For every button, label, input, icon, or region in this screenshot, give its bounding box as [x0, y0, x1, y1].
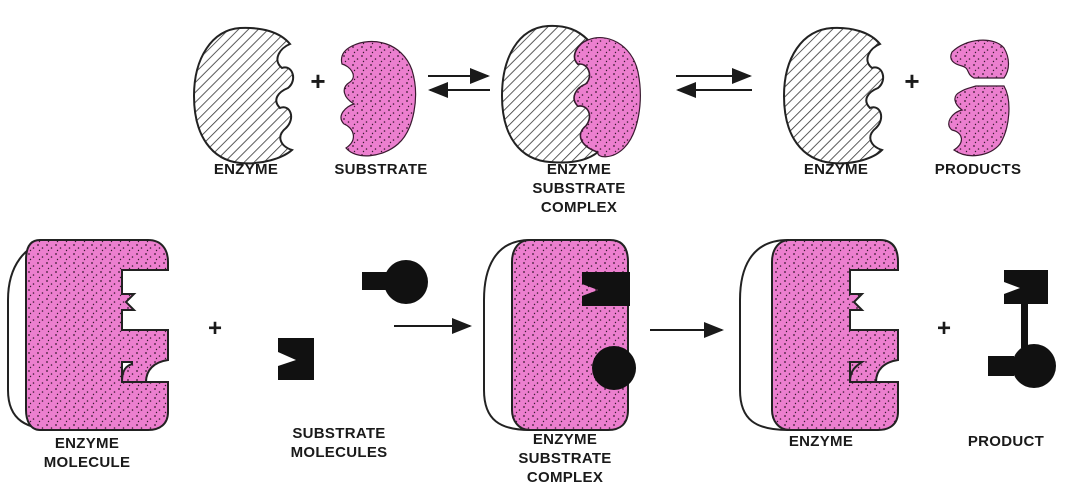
product-piece-lower [949, 86, 1009, 156]
label-enzyme-molecule: ENZYME MOLECULE [20, 434, 154, 472]
label-line: ENZYME [196, 160, 296, 179]
label-line: COMPLEX [512, 198, 646, 217]
label-products: PRODUCTS [916, 160, 1040, 179]
label-line: PRODUCT [950, 432, 1062, 451]
label-line: SUBSTRATE [272, 424, 406, 443]
plus-sign-4: + [937, 315, 951, 342]
substrate-shape [341, 41, 415, 155]
product-piece-upper [951, 40, 1009, 78]
label-complex-bottom: ENZYME SUBSTRATE COMPLEX [498, 430, 632, 487]
enzyme-shape-2 [784, 28, 883, 163]
enzyme-molecule-body [26, 240, 168, 430]
joined-product-molecule [988, 270, 1056, 388]
plus-sign-1: + [310, 66, 325, 96]
label-line: COMPLEX [498, 468, 632, 487]
complex-substrate-shape-top [574, 38, 640, 157]
label-enzyme-2: ENZYME [786, 160, 886, 179]
label-substrate-molecules: SUBSTRATE MOLECULES [272, 424, 406, 462]
plus-sign-3: + [208, 315, 222, 342]
label-line: MOLECULES [272, 443, 406, 462]
label-enzyme-1: ENZYME [196, 160, 296, 179]
label-line: PRODUCTS [916, 160, 1040, 179]
label-line: ENZYME [766, 432, 876, 451]
label-line: ENZYME [512, 160, 646, 179]
round-substrate-molecule [362, 260, 428, 304]
label-line: ENZYME [498, 430, 632, 449]
label-substrate: SUBSTRATE [314, 160, 448, 179]
label-line: SUBSTRATE [498, 449, 632, 468]
label-line: SUBSTRATE [512, 179, 646, 198]
notched-substrate-molecule [278, 338, 314, 380]
bound-round-substrate [592, 346, 636, 390]
enzyme-body-bottom [772, 240, 898, 430]
label-line: MOLECULE [20, 453, 154, 472]
label-line: ENZYME [786, 160, 886, 179]
label-line: SUBSTRATE [314, 160, 448, 179]
label-enzyme-3: ENZYME [766, 432, 876, 451]
plus-sign-2: + [904, 66, 919, 96]
label-line: ENZYME [20, 434, 154, 453]
label-complex-top: ENZYME SUBSTRATE COMPLEX [512, 160, 646, 217]
label-product: PRODUCT [950, 432, 1062, 451]
complex-molecule-body [512, 240, 628, 430]
enzyme-shape-1 [194, 28, 293, 163]
